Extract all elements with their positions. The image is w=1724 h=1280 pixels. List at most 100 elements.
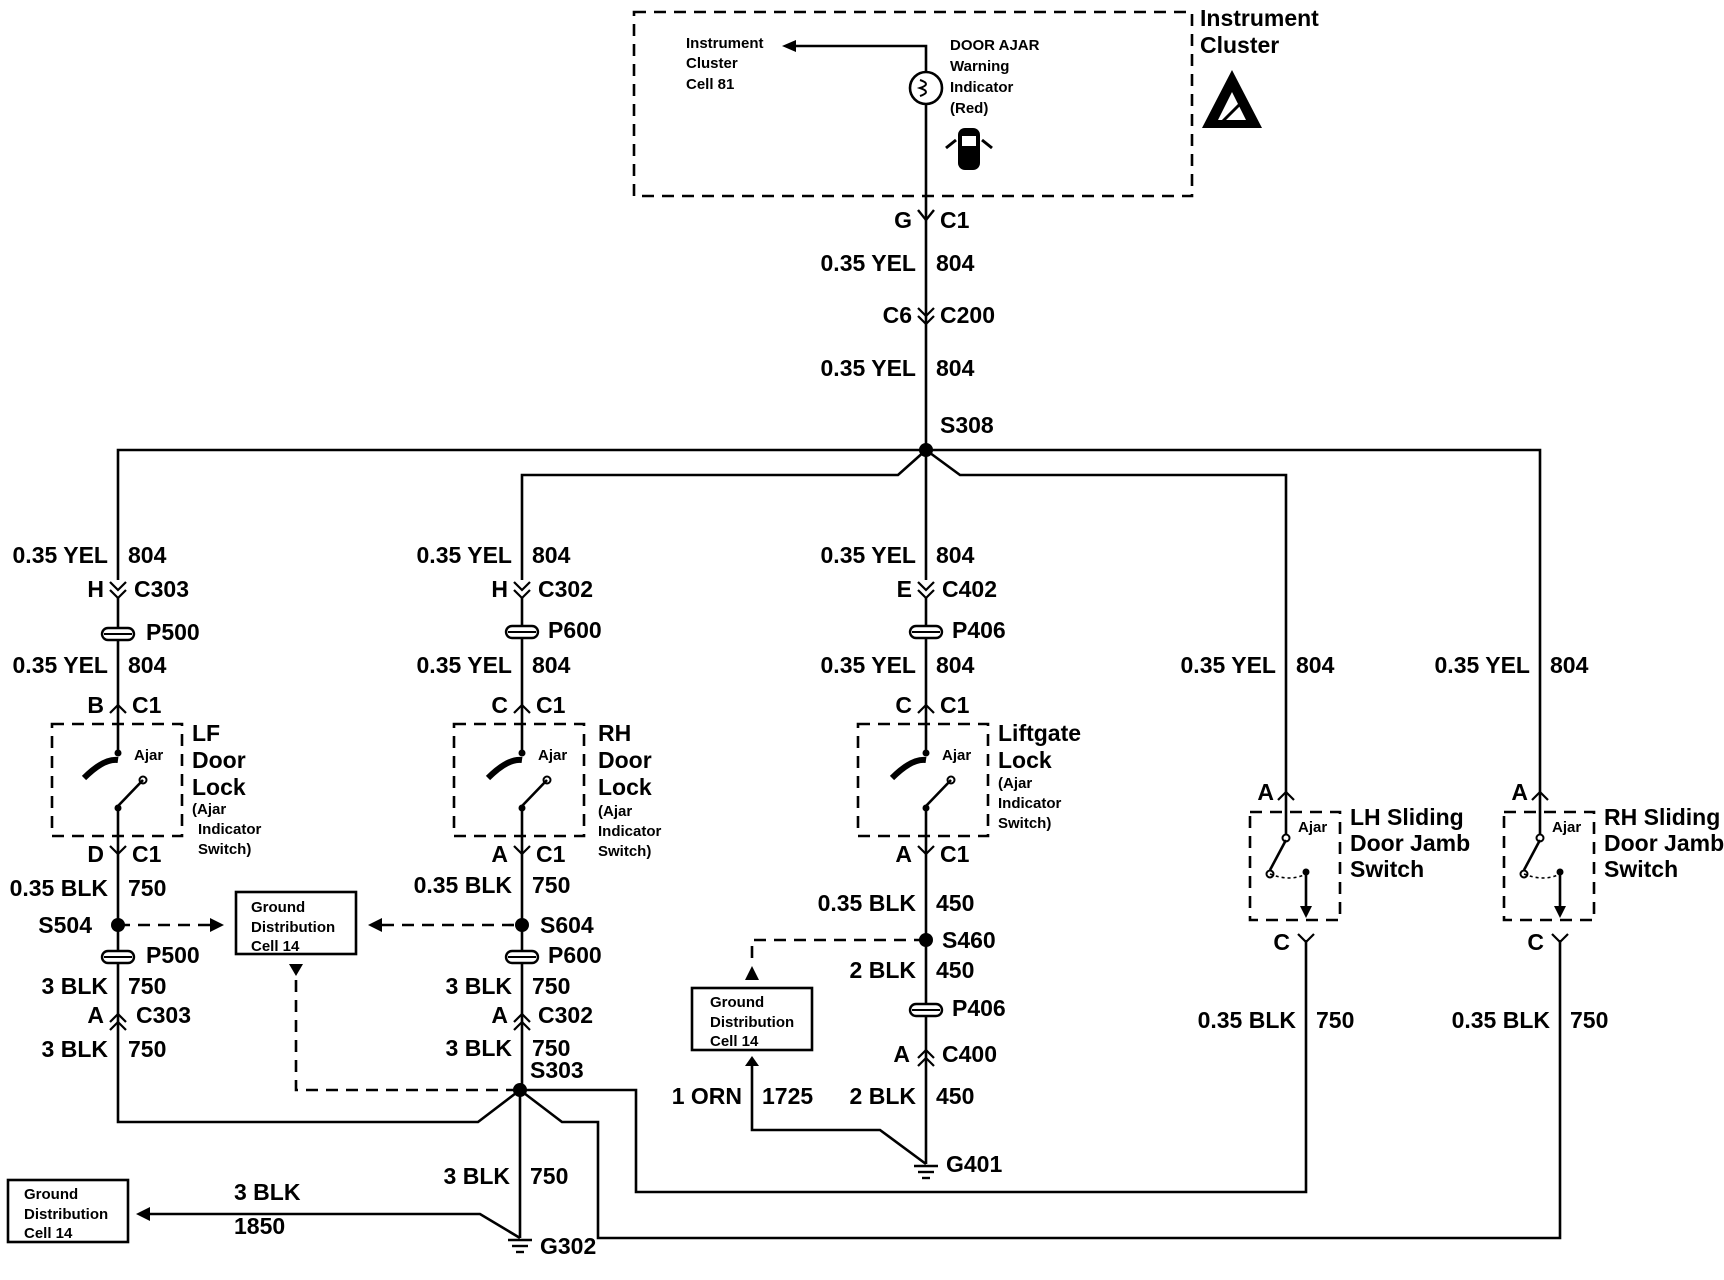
warning-lamp-icon	[908, 70, 944, 106]
connector-label: C1	[132, 692, 162, 718]
main-feed: G C1 0.35 YEL 804 C6 C200 0.35 YEL 804 S…	[821, 196, 995, 457]
ajar-label: Ajar	[1298, 819, 1327, 836]
cluster-title-2: Cluster	[1200, 32, 1279, 58]
box-label: Distribution	[251, 919, 335, 936]
wire-circuit: 750	[128, 973, 166, 999]
wire-gauge: 0.35 BLK	[1198, 1007, 1297, 1033]
splice-label: S460	[942, 927, 996, 953]
wire-circuit: 750	[128, 1036, 166, 1062]
passthru-label: P600	[548, 617, 602, 643]
wire-circuit: 750	[532, 973, 570, 999]
ajar-actuator-icon	[485, 756, 523, 781]
wire-circuit: 1725	[762, 1083, 813, 1109]
pin-label: A	[1257, 779, 1274, 805]
p406-passthru-icon	[908, 1002, 944, 1018]
wire-circuit: 804	[1550, 652, 1589, 678]
esd-warning-icon	[1202, 70, 1262, 128]
c302-connector-icon	[513, 581, 531, 600]
wire-circuit: 804	[936, 542, 975, 568]
c402-connector-icon	[917, 581, 935, 600]
c1-connector-icon	[917, 845, 935, 856]
box-label: Distribution	[710, 1014, 794, 1031]
c400-connector-icon	[917, 1048, 935, 1067]
indicator-label-1: DOOR AJAR	[950, 37, 1040, 54]
ajar-actuator-icon	[81, 756, 119, 781]
wire-circuit: 450	[936, 1083, 974, 1109]
wire-circuit: 750	[530, 1163, 568, 1189]
wire-gauge: 0.35 YEL	[821, 652, 916, 678]
switch-label: Indicator	[598, 823, 662, 840]
ground-label: G302	[540, 1233, 596, 1259]
connector-label: C303	[134, 576, 189, 602]
c1-connector-icon	[109, 703, 127, 714]
liftgate-lock-switch-box	[856, 722, 990, 838]
indicator-label-2: Warning	[950, 58, 1009, 75]
wire-circuit: 804	[532, 542, 571, 568]
connector-label: C1	[132, 841, 162, 867]
connector-label: C1	[940, 692, 970, 718]
wire-gauge: 3 BLK	[446, 1035, 513, 1061]
p406-passthru-icon	[908, 624, 944, 640]
wire-gauge: 0.35 YEL	[821, 355, 916, 381]
instrument-cluster: Instrument Cluster Instrument Cluster Ce…	[632, 5, 1319, 198]
switch-label: Lock	[192, 774, 246, 800]
ground-label: G401	[946, 1151, 1002, 1177]
switch-label: Switch)	[998, 815, 1051, 832]
ajar-label: Ajar	[1552, 819, 1581, 836]
switch-label: RH Sliding	[1604, 804, 1720, 830]
passthru-label: P500	[146, 942, 200, 968]
pin-label: C	[895, 692, 912, 718]
wire-circuit: 450	[936, 890, 974, 916]
c1-connector-label: C1	[940, 207, 970, 233]
connector-icon	[1531, 790, 1549, 801]
p500-passthru-icon	[100, 949, 136, 965]
lh-sliding-door-switch-box	[1248, 810, 1342, 922]
p600-passthru-icon	[504, 949, 540, 965]
passthru-label: P500	[146, 619, 200, 645]
wire-circuit: 804	[128, 652, 167, 678]
wire-gauge: 0.35 YEL	[417, 652, 512, 678]
connector-label: C1	[940, 841, 970, 867]
splice-label: S604	[540, 912, 594, 938]
c200-connector-icon	[917, 307, 935, 326]
switch-label: Lock	[598, 774, 652, 800]
ajar-actuator-icon	[889, 756, 927, 781]
wire-gauge: 0.35 YEL	[417, 542, 512, 568]
switch-label: (Ajar	[598, 803, 632, 820]
switch-label: (Ajar	[998, 775, 1032, 792]
cluster-ref-1: Instrument	[686, 35, 764, 52]
wire-circuit: 1850	[234, 1213, 285, 1239]
wire-gauge: 3 BLK	[42, 973, 109, 999]
wire-gauge: 2 BLK	[850, 1083, 917, 1109]
pin-label: C	[1527, 929, 1544, 955]
c302-connector-icon	[513, 1012, 531, 1031]
wire-gauge: 0.35 YEL	[13, 652, 108, 678]
connector-label: C400	[942, 1041, 997, 1067]
cluster-ref-3: Cell 81	[686, 76, 734, 93]
splice-label-s308: S308	[940, 412, 994, 438]
c1-connector-icon	[109, 845, 127, 856]
liftgate-branch: 0.35 YEL 804 E C402 P406 0.35 YEL 804 C …	[672, 542, 1081, 1180]
wire-gauge: 0.35 BLK	[10, 875, 109, 901]
switch-label: LF	[192, 720, 220, 746]
wire-gauge: 0.35 YEL	[821, 542, 916, 568]
wire-circuit: 450	[936, 957, 974, 983]
switch-label: RH	[598, 720, 631, 746]
wire-gauge: 0.35 YEL	[1181, 652, 1276, 678]
pin-label: A	[491, 1002, 508, 1028]
wire-circuit: 804	[936, 250, 975, 276]
wire-gauge: 0.35 YEL	[13, 542, 108, 568]
lf-door-branch: 0.35 YEL 804 H C303 P500 0.35 YEL 804 B …	[10, 542, 521, 1124]
rh-door-branch: 0.35 YEL 804 H C302 P600 0.35 YEL 804 C …	[414, 542, 662, 1097]
pin-label: H	[491, 576, 508, 602]
c200-pin-label: C6	[883, 302, 912, 328]
pin-label: A	[893, 1041, 910, 1067]
switch-label: Switch)	[198, 841, 251, 858]
box-label: Cell 14	[24, 1225, 73, 1242]
c1-connector-icon	[917, 703, 935, 714]
wire-gauge: 3 BLK	[444, 1163, 511, 1189]
c303-connector-icon	[109, 1012, 127, 1031]
wire-circuit: 750	[532, 1035, 570, 1061]
switch-label: (Ajar	[192, 801, 226, 818]
